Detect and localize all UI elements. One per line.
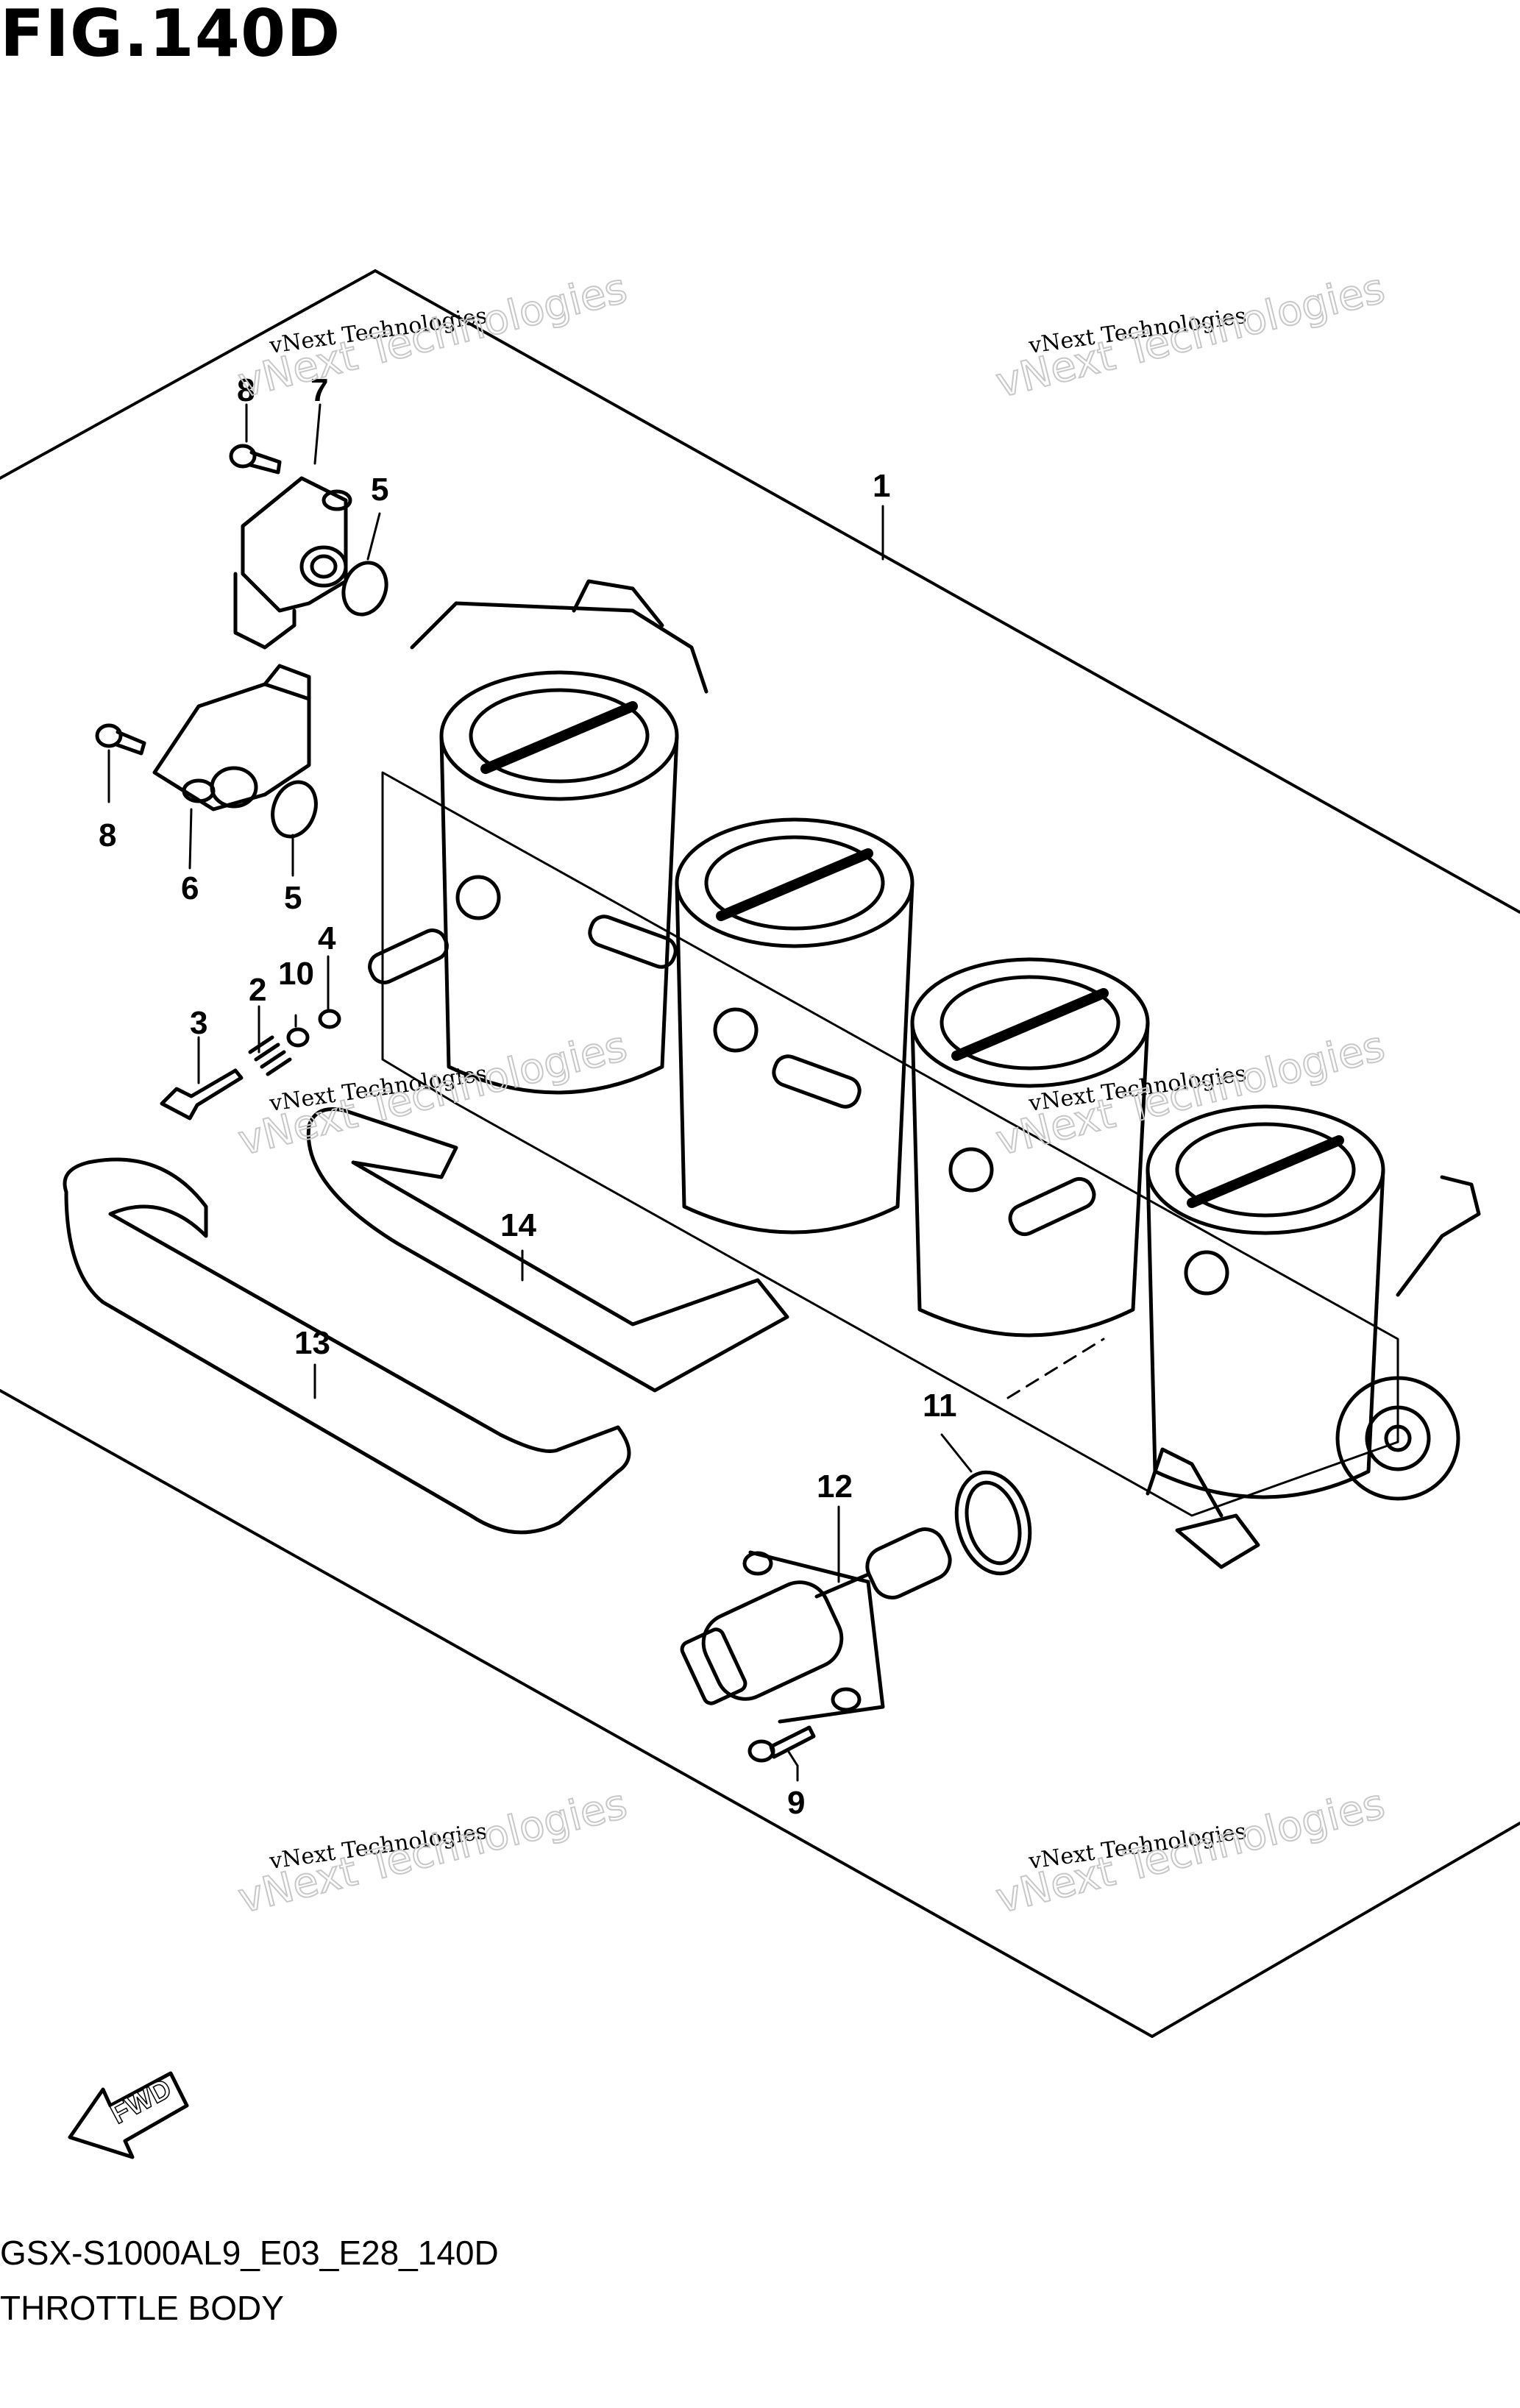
callout-7: 7 — [310, 372, 328, 408]
part-7-sensor[interactable] — [233, 476, 352, 650]
assembly-outline — [0, 269, 1520, 2038]
callout-5-top: 5 — [371, 472, 388, 508]
part-8-bolt-lower[interactable] — [95, 723, 146, 756]
callout-3: 3 — [190, 1005, 207, 1041]
callout-4: 4 — [318, 920, 336, 956]
part-5-oring-top[interactable] — [336, 557, 393, 621]
part-3-screw[interactable] — [160, 1068, 244, 1120]
throttle-body-assembly[interactable] — [366, 579, 1481, 1569]
callout-14: 14 — [500, 1207, 536, 1243]
watermark-top-left: vNext Technologies vNext Technologies — [233, 264, 633, 408]
part-10-washer[interactable] — [286, 1027, 310, 1048]
fwd-label: FWD — [106, 2073, 177, 2131]
callout-9: 9 — [787, 1785, 805, 1821]
part-9-screw[interactable] — [747, 1725, 816, 1763]
watermark-bottom-left: vNext Technologies vNext Technologies — [233, 1780, 633, 1924]
callout-12: 12 — [817, 1468, 853, 1505]
callout-5-lower: 5 — [284, 880, 302, 916]
part-4-oring[interactable] — [318, 1009, 341, 1029]
part-8-bolt-top[interactable] — [229, 444, 282, 475]
leader-lines — [107, 403, 1105, 1782]
callout-8-top: 8 — [237, 372, 255, 408]
callout-2: 2 — [249, 972, 266, 1008]
part-14-hose[interactable] — [306, 1107, 789, 1393]
figure-name: THROTTLE BODY — [0, 2289, 284, 2327]
callout-10: 10 — [278, 956, 314, 992]
part-12-actuator[interactable] — [680, 1523, 956, 1724]
callout-11: 11 — [923, 1388, 957, 1424]
watermark-bottom-right: vNext Technologies vNext Technologies — [991, 1780, 1391, 1924]
part-11-oring[interactable] — [946, 1464, 1041, 1582]
figure-title: FIG.140D — [0, 0, 341, 71]
part-2-spring[interactable] — [248, 1035, 292, 1076]
part-13-hose[interactable] — [63, 1157, 631, 1535]
callout-1: 1 — [873, 468, 890, 504]
part-6-sensor[interactable] — [152, 664, 311, 811]
callout-6: 6 — [181, 870, 199, 906]
watermark-top-right: vNext Technologies vNext Technologies — [991, 264, 1391, 408]
callout-13: 13 — [294, 1325, 330, 1361]
callout-8-lower: 8 — [99, 817, 116, 853]
fwd-arrow — [68, 2071, 189, 2159]
part-5-oring-lower[interactable] — [266, 776, 324, 843]
figure-code: GSX-S1000AL9_E03_E28_140D — [0, 2234, 499, 2272]
